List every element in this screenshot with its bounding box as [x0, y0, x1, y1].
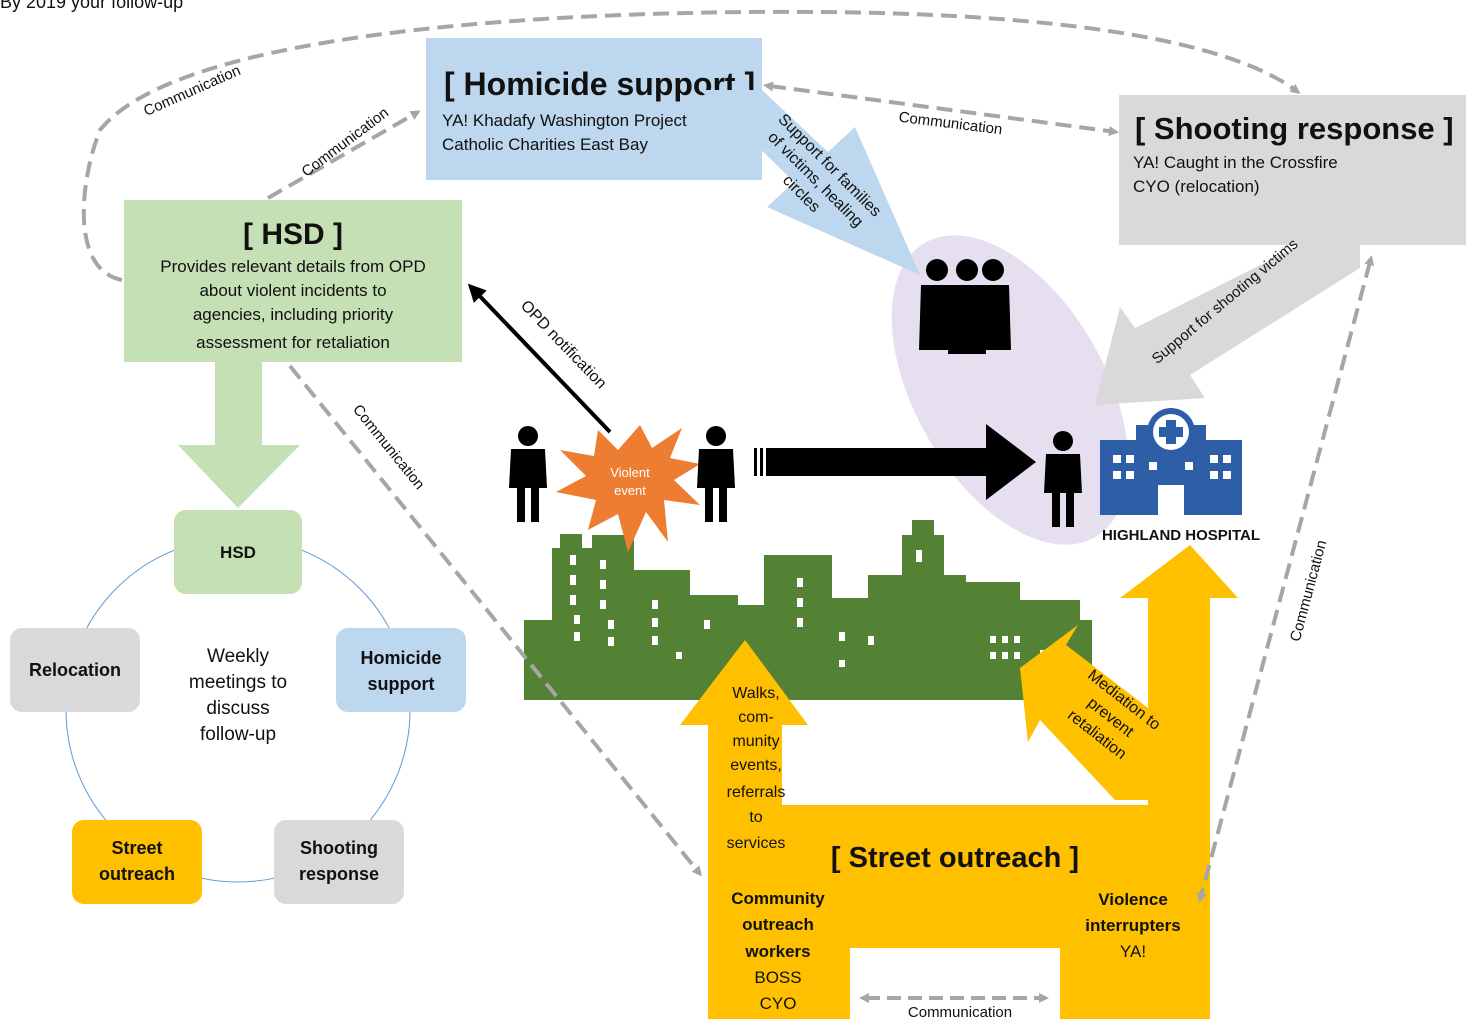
svg-text:to: to — [749, 809, 762, 826]
hsd-desc-4: assessment for retaliation — [196, 333, 390, 352]
mediation-arrow — [1020, 625, 1148, 800]
svg-text:meetings to: meetings to — [189, 672, 287, 693]
comm-label-2: Communication — [299, 104, 392, 180]
hsd-desc-1: Provides relevant details from OPD — [160, 257, 426, 276]
svg-text:Walks,: Walks, — [732, 685, 779, 702]
cycle-homicide-label-1: Homicide — [360, 648, 441, 668]
cycle-outreach-box — [72, 820, 202, 904]
weekly-meetings-text: Weekly meetings to discuss follow-up — [189, 646, 287, 745]
homicide-support-box — [426, 38, 762, 180]
comm-label-4: Communication — [349, 401, 428, 493]
svg-text:munity: munity — [732, 733, 779, 750]
hsd-box — [124, 200, 462, 362]
support-families-arrow — [700, 90, 920, 275]
cycle-hsd-label: HSD — [220, 543, 256, 562]
hsd-down-arrow — [178, 362, 300, 508]
svg-text:YA!: YA! — [1120, 942, 1146, 961]
person-icon — [697, 426, 735, 522]
cycle-shooting-label-1: Shooting — [300, 838, 378, 858]
building-windows — [570, 550, 1046, 667]
explosion-burst-icon — [556, 425, 700, 552]
opd-notification-label: OPD notification — [517, 297, 610, 392]
comm-label-1: Communication — [141, 62, 243, 120]
victim-transport-arrow — [754, 424, 1036, 500]
svg-text:discuss: discuss — [206, 698, 269, 719]
hospital-label: HIGHLAND HOSPITAL — [1102, 527, 1260, 544]
cycle-homicide-label-2: support — [368, 674, 435, 694]
comm-label-6: Communication — [908, 1004, 1012, 1019]
violent-event-label-2: event — [614, 483, 646, 498]
violence-interrupters: Violence interrupters YA! — [1085, 890, 1180, 961]
svg-text:referrals: referrals — [727, 784, 786, 801]
shooting-response-title: [ Shooting response ] — [1135, 111, 1454, 146]
svg-text:BOSS: BOSS — [754, 968, 801, 987]
header-text: By 2019 your follow-up — [0, 0, 183, 12]
homicide-support-title: [ Homicide support ] — [444, 66, 755, 102]
svg-text:Weekly: Weekly — [207, 646, 269, 667]
svg-text:services: services — [727, 835, 786, 852]
cycle-shooting-label-2: response — [299, 864, 379, 884]
svg-text:Violence: Violence — [1098, 890, 1168, 909]
shooting-org-line1: YA! Caught in the Crossfire — [1133, 153, 1338, 172]
svg-text:outreach: outreach — [742, 915, 814, 934]
opd-notification-arrow — [467, 283, 612, 434]
cycle-homicide-box — [336, 628, 466, 712]
comm-arrow-hsd-homicide — [267, 110, 421, 200]
svg-text:workers: workers — [744, 942, 810, 961]
svg-text:follow-up: follow-up — [200, 724, 276, 745]
comm-arrow-shooting-outreach — [1196, 255, 1375, 903]
hsd-title: [ HSD ] — [243, 218, 343, 251]
svg-text:Community: Community — [731, 889, 825, 908]
cycle-outreach-label-2: outreach — [99, 864, 175, 884]
support-shooting-victims-arrow — [1095, 245, 1360, 405]
person-icon — [509, 426, 547, 522]
cycle-hsd-box — [174, 510, 302, 594]
street-outreach-title: [ Street outreach ] — [831, 842, 1079, 874]
violent-event-label-1: Violent — [610, 465, 650, 480]
cycle-outreach-label-1: Street — [111, 838, 162, 858]
comm-arrow-homicide-shooting — [763, 81, 1119, 137]
cycle-relocation-label: Relocation — [29, 660, 121, 680]
svg-text:CYO: CYO — [760, 994, 797, 1013]
homicide-org-line1: YA! Khadafy Washington Project — [442, 111, 687, 130]
svg-text:events,: events, — [730, 757, 782, 774]
cycle-relocation-box — [10, 628, 140, 712]
walks-label: Walks, com- munity events, referrals to … — [727, 685, 786, 852]
homicide-org-line2: Catholic Charities East Bay — [442, 135, 648, 154]
hsd-desc-2: about violent incidents to — [199, 281, 386, 300]
community-outreach-workers: Community outreach workers BOSS CYO — [731, 889, 825, 1013]
group-of-people-icon — [919, 259, 1011, 354]
svg-text:interrupters: interrupters — [1085, 916, 1180, 935]
cycle-shooting-box — [274, 820, 404, 904]
comm-arrow-hsd-outreach — [288, 364, 702, 877]
city-skyline-icon — [524, 520, 1092, 700]
svg-text:com-: com- — [738, 709, 774, 726]
street-outreach-shape — [680, 545, 1238, 1019]
comm-arrow-hsd-shooting — [81, 9, 1301, 282]
hsd-desc-3: agencies, including priority — [193, 305, 394, 324]
shooting-response-box — [1119, 95, 1466, 245]
hospital-building-icon — [1100, 408, 1242, 515]
shooting-org-line2: CYO (relocation) — [1133, 177, 1260, 196]
